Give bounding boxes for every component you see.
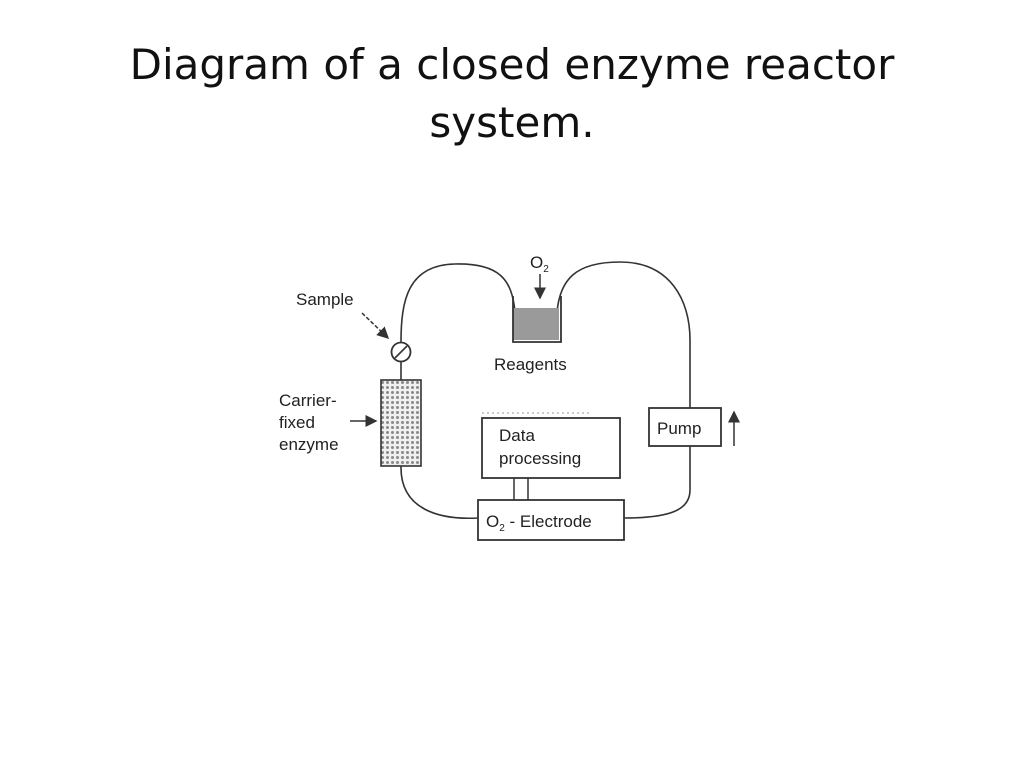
slide-title: Diagram of a closed enzyme reactor syste…: [112, 36, 912, 152]
data-connector: [513, 478, 529, 500]
sample-valve: [390, 341, 412, 363]
label-carrier-line3: enzyme: [279, 435, 339, 454]
label-carrier-fixed-enzyme: Carrier- fixed enzyme: [279, 391, 341, 454]
label-o2: O2: [530, 253, 549, 275]
title-line-2: system.: [429, 98, 595, 147]
label-carrier-line2: fixed: [279, 413, 315, 432]
o2-symbol: O: [530, 253, 543, 272]
label-o2-electrode: O2 - Electrode: [486, 512, 592, 534]
o2-electrode-box: O2 - Electrode: [477, 499, 625, 541]
label-data-line2: processing: [499, 449, 581, 468]
label-reagents: Reagents: [494, 355, 567, 374]
o2-subscript: 2: [543, 264, 549, 275]
label-sample: Sample: [296, 290, 354, 309]
tubing-loop: [400, 261, 691, 520]
enzyme-column: [380, 379, 422, 467]
electrode-subscript: 2: [499, 523, 505, 534]
label-carrier-line1: Carrier-: [279, 391, 337, 410]
electrode-o: O: [486, 512, 499, 531]
pump-box: Pump: [648, 407, 722, 447]
tube-valve-to-reagents: [400, 263, 516, 343]
tube-reagents-to-pump: [556, 261, 691, 408]
tube-electrode-to-column: [400, 465, 479, 520]
sample-arrow: [361, 312, 390, 340]
data-processing-box: Data processing: [481, 412, 621, 479]
title-line-1: Diagram of a closed enzyme reactor: [129, 40, 895, 89]
label-data-processing: Data processing: [499, 426, 581, 468]
reagent-beaker: [512, 296, 562, 343]
label-data-line1: Data: [499, 426, 535, 445]
electrode-label-rest: - Electrode: [505, 512, 592, 531]
tube-pump-to-electrode: [623, 446, 691, 519]
label-pump: Pump: [657, 419, 701, 438]
